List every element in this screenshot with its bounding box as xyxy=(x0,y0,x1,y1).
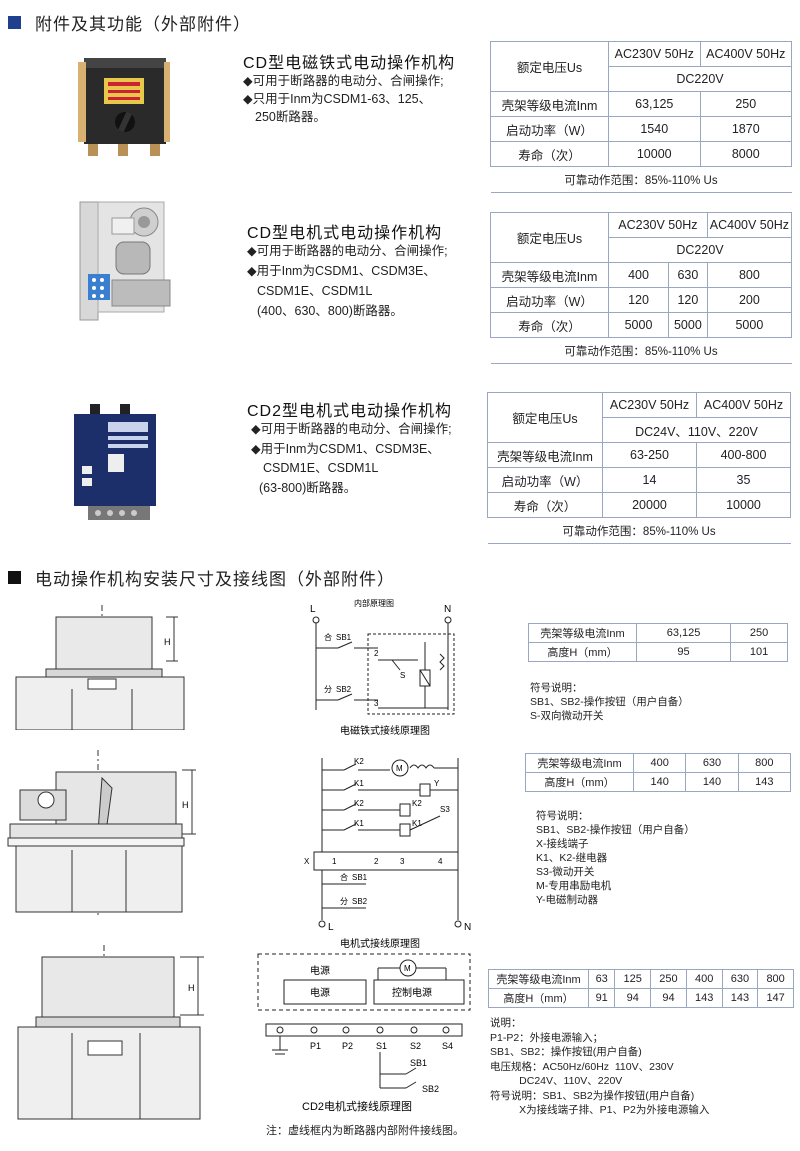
legend-2: 符号说明： SB1、SB2-操作按钮（用户自备） X-接线端子 K1、K2-继电… xyxy=(536,810,695,906)
product-2-bullet-1: ◆可用于断路器的电动分、合闸操作; xyxy=(247,244,448,258)
spec-table-2: 额定电压Us AC230V 50Hz AC400V 50Hz DC220V 壳架… xyxy=(490,212,793,364)
svg-text:M: M xyxy=(404,964,411,973)
product-3-bullet-4: (63-800)断路器。 xyxy=(259,481,357,495)
section-square-icon xyxy=(8,16,21,29)
svg-text:合: 合 xyxy=(340,872,348,882)
svg-text:L: L xyxy=(328,922,334,933)
section-square-icon xyxy=(8,571,21,584)
legend-1: 符号说明： SB1、SB2-操作按钮（用户自备） S-双向微动开关 xyxy=(530,682,689,722)
wiring-diagram-electromagnet: L N 内部原理图 合 SB1 分 SB2 2 3 S 电磁铁式接线原理图 xyxy=(310,598,455,737)
svg-text:L: L xyxy=(310,604,316,615)
svg-text:H: H xyxy=(182,800,189,810)
svg-text:S4: S4 xyxy=(442,1041,453,1051)
product-1-bullet-3: 250断路器。 xyxy=(255,110,326,124)
footnote: 注：虚线框内为断路器内部附件接线图。 xyxy=(266,1125,464,1137)
svg-text:2: 2 xyxy=(374,857,379,866)
svg-text:N: N xyxy=(444,604,451,615)
svg-text:3: 3 xyxy=(400,857,405,866)
product-title-1: CD型电磁铁式电动操作机构 xyxy=(243,55,456,72)
product-2-bullet-2: ◆用于Inm为CSDM1、CSDM3E、 xyxy=(247,264,436,278)
section-title-accessories: 附件及其功能（外部附件） xyxy=(8,10,251,35)
product-photo-cd-motor xyxy=(79,201,171,321)
svg-text:K1: K1 xyxy=(354,819,364,828)
rated-voltage-label: 额定电压Us xyxy=(490,41,609,92)
svg-text:3: 3 xyxy=(374,699,379,708)
svg-text:电源: 电源 xyxy=(310,964,330,977)
dim-h-label: H xyxy=(164,637,171,647)
svg-text:M: M xyxy=(396,764,403,773)
svg-text:Y: Y xyxy=(434,779,440,788)
svg-text:2: 2 xyxy=(374,649,379,658)
spec-table-1: 额定电压Us AC230V 50Hz AC400V 50Hz DC220V 壳架… xyxy=(490,41,792,193)
svg-text:控制电源: 控制电源 xyxy=(392,986,432,999)
svg-text:4: 4 xyxy=(438,857,443,866)
svg-text:S1: S1 xyxy=(376,1041,387,1051)
svg-text:合: 合 xyxy=(324,632,332,642)
svg-text:S3: S3 xyxy=(440,805,450,814)
product-photo-cd2-motor xyxy=(74,404,156,520)
dim-table-1: 壳架等级电流Inm 63,125 250 高度H（mm） 95 101 xyxy=(528,623,788,662)
product-photo-cd-electromagnet xyxy=(78,58,170,156)
svg-text:电源: 电源 xyxy=(310,986,330,999)
product-1-bullet-2: ◆只用于Inm为CSDM1-63、125、 xyxy=(243,92,432,106)
svg-text:SB1: SB1 xyxy=(336,633,352,642)
svg-text:K1: K1 xyxy=(412,819,422,828)
svg-text:SB1: SB1 xyxy=(352,873,368,882)
dim-table-2: 壳架等级电流Inm 400 630 800 高度H（mm） 140 140 14… xyxy=(525,753,792,792)
inner-diagram-label: 内部原理图 xyxy=(354,598,394,608)
wiring-diagram-motor: K2 M K1 Y K2 K2 S3 K1 K1 X 1 2 3 4 合 SB1… xyxy=(304,757,471,950)
svg-text:K2: K2 xyxy=(354,757,364,766)
product-2-bullet-4: (400、630、800)断路器。 xyxy=(257,304,403,318)
svg-text:SB2: SB2 xyxy=(336,685,352,694)
product-3-bullet-2: ◆用于Inm为CSDM1、CSDM3E、 xyxy=(251,442,440,456)
installation-drawing-2: H xyxy=(7,750,196,915)
svg-text:SB2: SB2 xyxy=(422,1084,439,1094)
svg-text:H: H xyxy=(188,983,195,993)
diagram-caption-1: 电磁铁式接线原理图 xyxy=(340,724,430,737)
svg-text:SB2: SB2 xyxy=(352,897,368,906)
svg-text:1: 1 xyxy=(332,857,337,866)
spec-table-3: 额定电压Us AC230V 50Hz AC400V 50Hz DC24V、110… xyxy=(487,392,791,544)
product-title-2: CD型电机式电动操作机构 xyxy=(247,225,443,242)
svg-text:P1: P1 xyxy=(310,1041,321,1051)
product-title-3: CD2型电机式电动操作机构 xyxy=(247,403,453,420)
diagram-caption-3: CD2电机式接线原理图 xyxy=(302,1099,412,1112)
product-3-bullet-1: ◆可用于断路器的电动分、合闸操作; xyxy=(251,422,452,436)
reliable-range-note: 可靠动作范围：85%-110% Us xyxy=(490,166,792,193)
svg-text:K2: K2 xyxy=(412,799,422,808)
svg-text:分: 分 xyxy=(340,897,348,906)
legend-3: 说明： P1-P2：外接电源输入； SB1、SB2：操作按钮(用户自备) 电压规… xyxy=(490,1017,710,1116)
svg-text:K1: K1 xyxy=(354,779,364,788)
svg-text:分: 分 xyxy=(324,685,332,694)
dim-table-3: 壳架等级电流Inm 63 125 250 400 630 800 高度H（mm）… xyxy=(488,969,794,1008)
product-1-bullet-1: ◆可用于断路器的电动分、合闸操作; xyxy=(243,74,444,88)
svg-text:N: N xyxy=(464,922,471,933)
svg-text:X: X xyxy=(304,857,310,866)
installation-drawing-3: H xyxy=(17,945,204,1120)
installation-drawing-1: H xyxy=(15,605,185,730)
svg-text:S2: S2 xyxy=(410,1041,421,1051)
section-title-dimensions: 电动操作机构安装尺寸及接线图（外部附件） xyxy=(8,565,395,590)
diagram-caption-2: 电机式接线原理图 xyxy=(340,937,420,950)
wiring-diagram-cd2: 电源 M 电源 控制电源 P1 P2 S1 S2 S4 SB1 SB2 CD2电… xyxy=(257,953,471,1112)
svg-text:K2: K2 xyxy=(354,799,364,808)
svg-text:P2: P2 xyxy=(342,1041,353,1051)
svg-text:S: S xyxy=(400,671,405,680)
product-3-bullet-3: CSDM1E、CSDM1L xyxy=(263,461,379,475)
svg-text:SB1: SB1 xyxy=(410,1058,427,1068)
product-2-bullet-3: CSDM1E、CSDM1L xyxy=(257,284,373,298)
